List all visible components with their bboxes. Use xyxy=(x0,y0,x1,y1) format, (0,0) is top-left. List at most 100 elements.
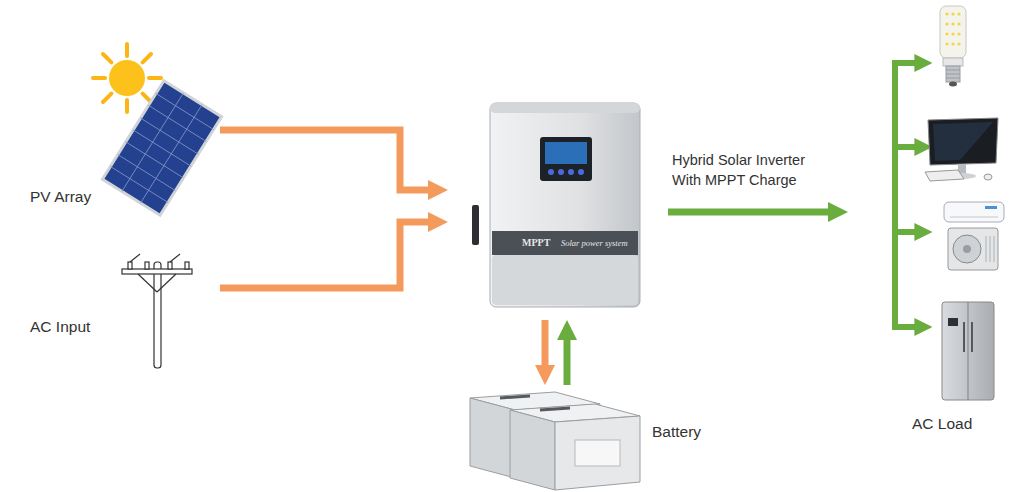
sun-ray xyxy=(125,44,129,56)
inverter-device xyxy=(472,103,640,307)
node-label: PV Array xyxy=(30,188,91,207)
led xyxy=(951,42,954,45)
led xyxy=(951,12,954,15)
antenna xyxy=(472,205,479,245)
sun-ray xyxy=(143,54,151,62)
led xyxy=(957,12,960,15)
display-panel xyxy=(540,137,592,181)
keyboard xyxy=(925,170,964,181)
tree-trunk xyxy=(892,60,898,330)
led-dots xyxy=(945,12,960,45)
sun-ray xyxy=(93,76,105,80)
node-label: AC Load xyxy=(912,415,972,434)
led xyxy=(957,42,960,45)
led xyxy=(945,32,948,35)
utility-pole xyxy=(122,254,192,368)
sun-disc xyxy=(109,60,145,96)
bulb-neck xyxy=(943,58,963,66)
sun-ray xyxy=(103,54,111,62)
led xyxy=(951,22,954,25)
load-tree xyxy=(892,60,918,330)
bulb-tip xyxy=(949,82,957,87)
led xyxy=(945,12,948,15)
edge-label: Hybrid Solar Inverter With MPPT Charge xyxy=(672,150,832,190)
solar-panel xyxy=(102,81,221,215)
pole-brace xyxy=(157,274,176,292)
device-label: Solar power system xyxy=(561,238,628,248)
fridge-display xyxy=(948,318,958,326)
flow-arrow xyxy=(564,336,571,385)
mouse xyxy=(984,174,992,180)
label-band xyxy=(492,231,638,255)
door-split xyxy=(968,302,969,400)
flow-arrow xyxy=(220,130,432,190)
node-label: AC Input xyxy=(30,318,90,337)
flow-arrow xyxy=(220,222,432,288)
monitor-icon xyxy=(925,118,998,181)
button xyxy=(558,169,564,175)
battery-pack xyxy=(470,392,640,490)
tree-branch xyxy=(892,324,918,330)
insulator xyxy=(145,262,149,269)
battery-handle xyxy=(500,396,530,398)
panel-grid xyxy=(102,81,221,215)
bulb-icon xyxy=(940,6,966,87)
aircon-icon xyxy=(944,202,1004,270)
node-label: Battery xyxy=(652,423,701,442)
indoor-unit xyxy=(944,202,1004,222)
fan-grille xyxy=(953,235,981,263)
insulator xyxy=(128,262,132,269)
wire-stub xyxy=(130,254,140,262)
pole-brace xyxy=(138,274,157,292)
sun-ray xyxy=(103,94,111,102)
ac-input-node: AC Input xyxy=(20,250,220,375)
tree-branch xyxy=(892,60,918,66)
inverter-top xyxy=(490,103,640,113)
side-grille xyxy=(986,236,994,262)
led xyxy=(945,22,948,25)
fan-hub xyxy=(963,245,971,253)
door-handle xyxy=(963,322,965,352)
panel-frame xyxy=(102,81,221,215)
tree-branch xyxy=(895,229,918,235)
insulator xyxy=(168,262,172,269)
bulb-screw xyxy=(946,66,960,82)
vent-line xyxy=(950,217,998,218)
battery-handle xyxy=(540,408,570,410)
wire-stub xyxy=(170,254,180,262)
led xyxy=(957,32,960,35)
fridge-body xyxy=(942,302,994,400)
led xyxy=(945,42,948,45)
pv-array-node: PV Array xyxy=(20,50,220,215)
outdoor-unit xyxy=(948,228,998,270)
led xyxy=(957,22,960,25)
button xyxy=(568,169,574,175)
battery-end xyxy=(470,398,515,478)
screw-ridges xyxy=(946,70,960,78)
device-label: MPPT xyxy=(522,237,550,249)
unit-stripe xyxy=(985,206,997,209)
pole-crossbar xyxy=(122,269,192,274)
bulb-body xyxy=(940,6,966,58)
door-handle xyxy=(971,322,973,352)
battery-side xyxy=(555,416,640,490)
battery-node: Battery xyxy=(465,385,725,492)
button xyxy=(578,169,584,175)
monitor-screen xyxy=(928,118,998,165)
tree-branch xyxy=(895,144,918,150)
inverter-lower xyxy=(492,255,638,305)
ac-load-node: AC Load xyxy=(848,0,1020,440)
button xyxy=(548,169,554,175)
sun-ray xyxy=(149,76,161,80)
inverter-body xyxy=(490,103,640,307)
inverter-node: MPPT Solar power system xyxy=(448,100,668,320)
screen-glare xyxy=(933,122,993,161)
fridge-icon xyxy=(942,302,994,400)
battery-sticker xyxy=(575,440,620,466)
insulator xyxy=(185,262,189,269)
flow-arrow xyxy=(542,320,549,369)
flow-arrow xyxy=(668,209,832,216)
